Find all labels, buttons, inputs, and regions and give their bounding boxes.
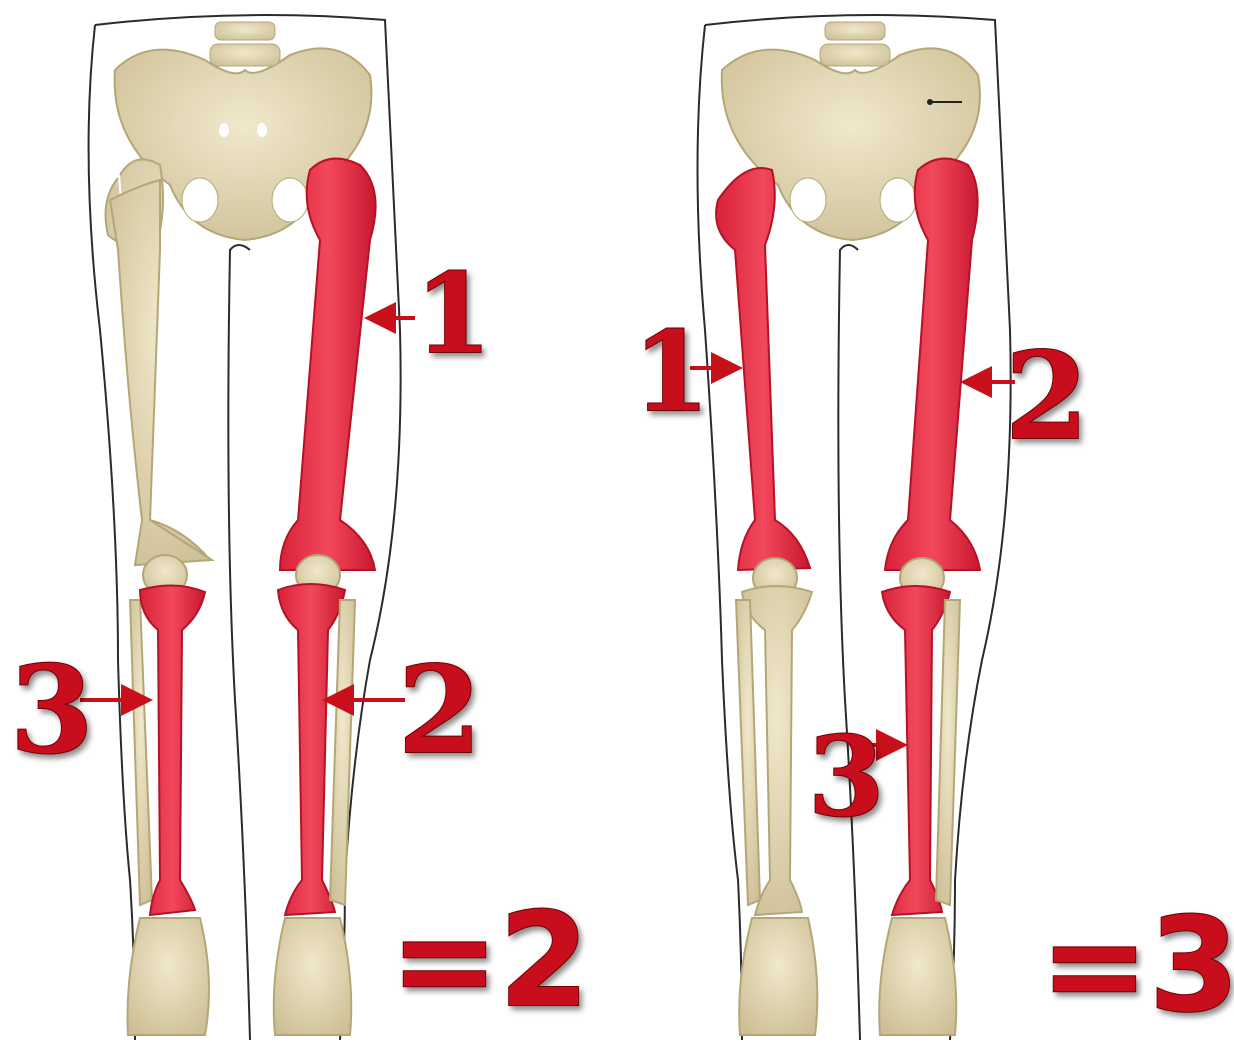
right-figure: 1 2 3 =3 <box>633 15 1234 1041</box>
left-marker-1: 1 <box>415 249 492 378</box>
right-fig-right-foot <box>879 918 956 1035</box>
right-marker-2: 2 <box>1005 326 1089 467</box>
right-foot <box>274 918 352 1035</box>
left-marker-2: 2 <box>398 640 482 781</box>
right-result: =3 <box>1040 889 1234 1041</box>
left-figure: 1 2 3 =2 <box>10 15 589 1040</box>
right-fig-left-fibula-plain <box>736 600 760 905</box>
right-marker-1: 1 <box>633 307 710 436</box>
left-femur-shaft-plain <box>110 180 212 565</box>
left-fibula-plain <box>130 600 152 905</box>
right-fibula-plain <box>330 600 355 905</box>
left-marker-3: 3 <box>10 640 94 781</box>
left-foot <box>128 918 210 1035</box>
right-marker-3: 3 <box>808 712 885 841</box>
left-result: =2 <box>390 884 589 1036</box>
right-fig-left-foot <box>739 918 817 1035</box>
